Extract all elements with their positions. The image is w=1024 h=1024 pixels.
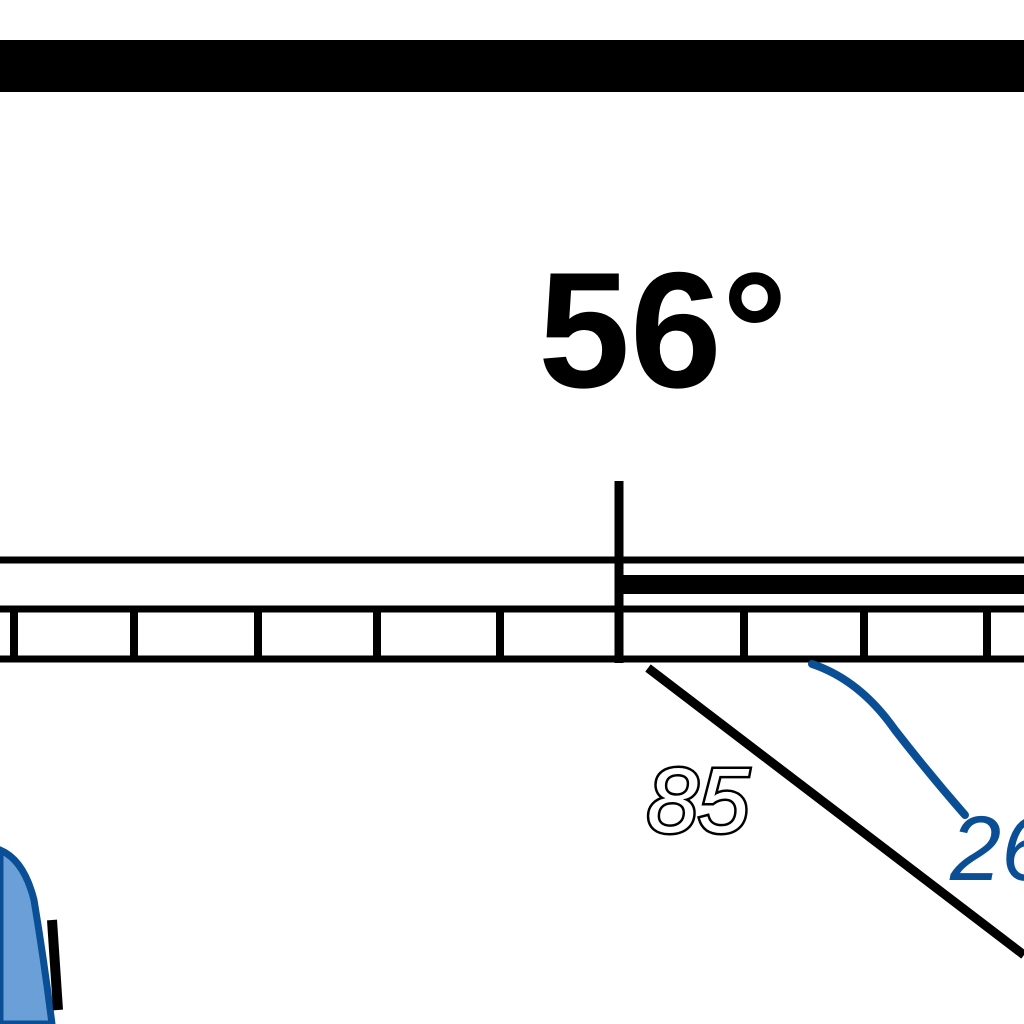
road-number-label: 85 (647, 750, 750, 852)
shore-mark (47, 919, 63, 1011)
latitude-label: 56° (538, 238, 788, 422)
map-top-border (0, 40, 1024, 92)
scale-bar (0, 605, 1024, 663)
water-body (0, 846, 56, 1024)
border-thick-segment (619, 575, 1024, 594)
water-contour-line (808, 660, 969, 819)
contour-label: 26 (949, 798, 1024, 900)
scale-bar-ticks (10, 609, 991, 659)
road-line (645, 664, 1024, 959)
